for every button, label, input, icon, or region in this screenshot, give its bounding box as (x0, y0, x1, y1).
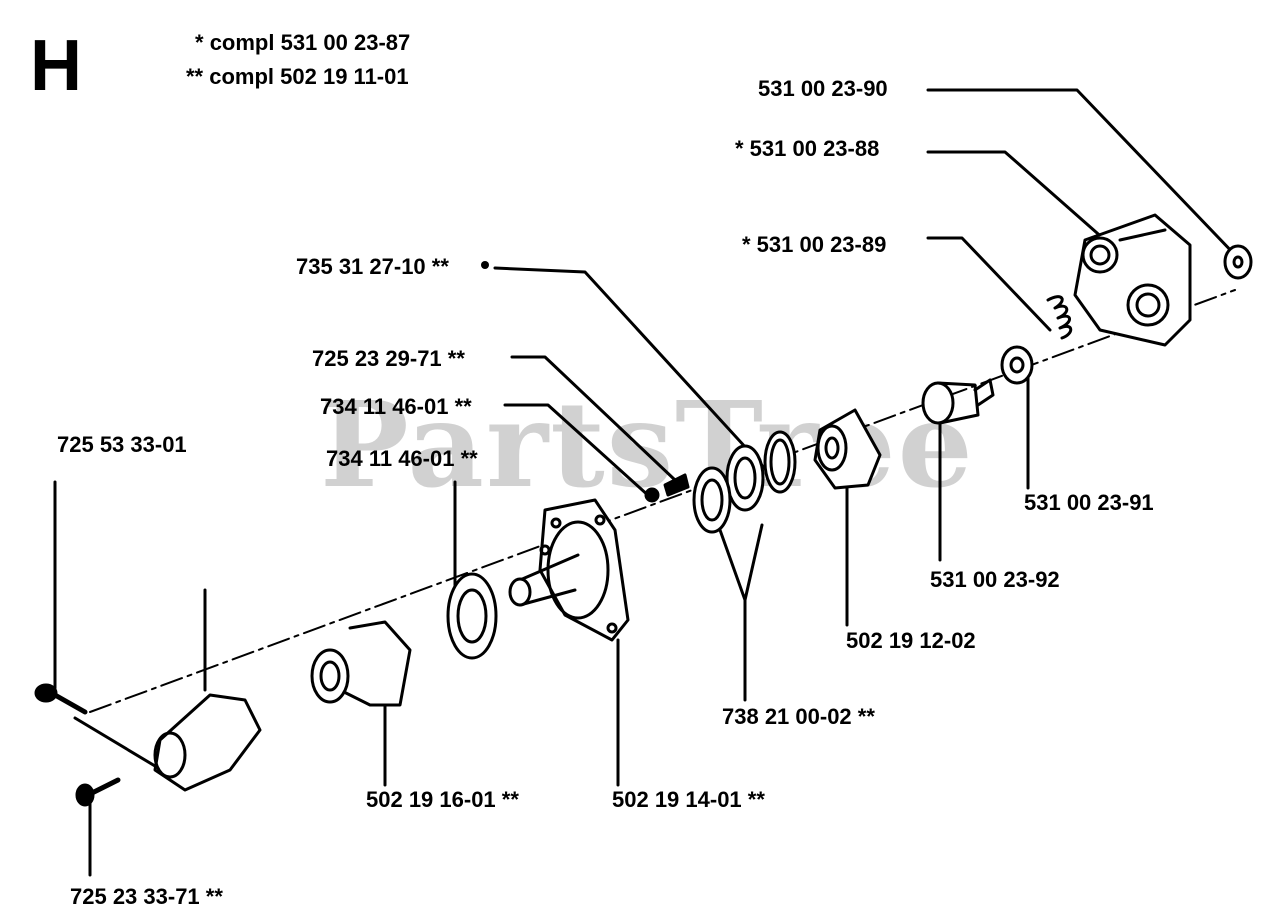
drive-sleeve (310, 620, 412, 707)
leader-734-11-46-01-a (503, 403, 652, 499)
label-531-00-23-91: 531 00 23-91 (1024, 490, 1154, 515)
note-text: compl 502 19 11-01 (209, 64, 409, 89)
label-502-19-12-02: 502 19 12-02 (846, 628, 976, 653)
section-letter: H (30, 26, 82, 106)
note-mark: ** (186, 64, 204, 89)
label-738-21-00-02: 738 21 00-02 ** (722, 704, 875, 729)
label-725-23-29-71: 725 23 29-71 ** (312, 346, 465, 371)
label-531-00-23-88: * 531 00 23-88 (735, 136, 880, 161)
label-531-00-23-89: * 531 00 23-89 (742, 232, 887, 257)
label-725-53-33-01: 725 53 33-01 (57, 432, 187, 457)
leader-725-23-29-71 (510, 355, 677, 482)
label-531-00-23-90: 531 00 23-90 (758, 76, 888, 101)
small-ball (644, 487, 660, 503)
clutch-spring (1046, 295, 1073, 340)
set-screw (663, 473, 690, 497)
label-734-11-46-01-b: 734 11 46-01 ** (326, 446, 478, 471)
lock-plate (446, 572, 498, 660)
bolt-bottom (75, 777, 121, 807)
washer-mid (1000, 345, 1034, 385)
clutch-shoes (1073, 213, 1192, 347)
label-531-00-23-92: 531 00 23-92 (930, 567, 1060, 592)
bevel-housing (153, 693, 262, 792)
note-double-star: ** compl 502 19 11-01 (186, 64, 409, 90)
leader-735-31-27-10 (493, 266, 782, 487)
centre-axis (89, 289, 1236, 713)
label-502-19-16-01: 502 19 16-01 ** (366, 787, 519, 812)
clutch-drum (813, 408, 882, 490)
washer-right (1223, 244, 1253, 280)
note-mark: * (195, 30, 204, 55)
leader-531-00-23-90 (926, 88, 1240, 260)
gear-housing (508, 498, 630, 642)
note-text: compl 531 00 23-87 (209, 30, 411, 55)
leader-738-21-00-02 (718, 523, 764, 702)
leader-531-00-23-88 (926, 150, 1107, 242)
label-725-23-33-71: 725 23 33-71 ** (70, 884, 223, 909)
shoulder-screw (921, 378, 995, 425)
label-502-19-14-01: 502 19 14-01 ** (612, 787, 765, 812)
bearings (692, 444, 765, 534)
leader-531-00-23-89 (926, 236, 1052, 332)
bolt-left (34, 683, 88, 715)
note-single-star: * compl 531 00 23-87 (195, 30, 410, 56)
label-734-11-46-01-a: 734 11 46-01 ** (320, 394, 472, 419)
label-735-31-27-10: 735 31 27-10 ** (296, 254, 449, 279)
leader-screw-bottom (73, 716, 172, 777)
leader-dot (481, 261, 489, 269)
